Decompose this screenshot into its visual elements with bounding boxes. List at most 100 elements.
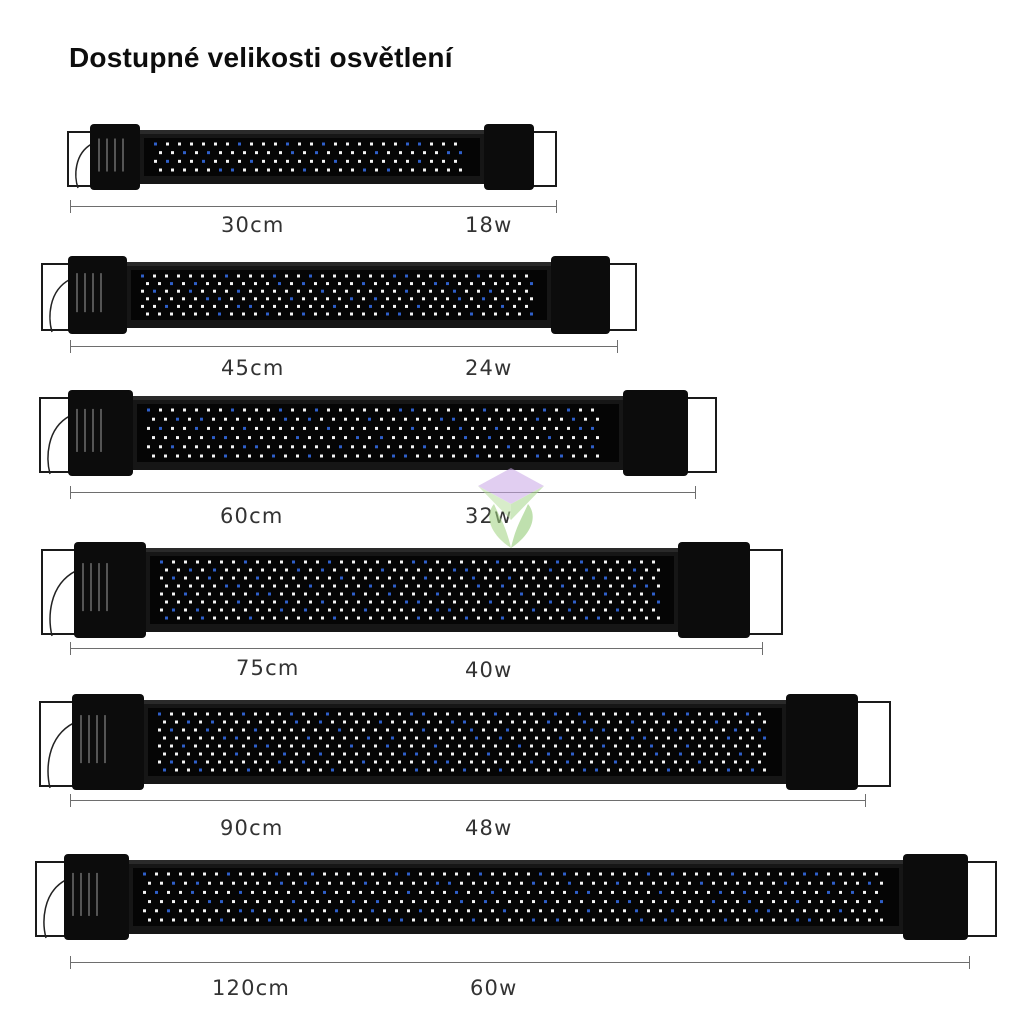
led-blue [659, 890, 662, 894]
led-white [537, 568, 540, 572]
led-blue [501, 304, 504, 308]
led-white [271, 720, 274, 724]
led-white [844, 918, 847, 922]
led-white [309, 289, 312, 293]
led-blue [549, 600, 552, 604]
led-white [363, 445, 366, 449]
led-white [163, 736, 166, 740]
led-white [422, 760, 425, 764]
led-white [232, 560, 235, 564]
led-white [267, 151, 270, 155]
led-white [179, 890, 182, 894]
light-120cm: 120cm 60w [0, 852, 1024, 1012]
led-white [691, 752, 694, 756]
led-white [285, 304, 288, 308]
led-white [259, 752, 262, 756]
led-white [291, 408, 294, 412]
led-blue [393, 274, 396, 278]
led-white [177, 616, 180, 620]
led-white [628, 592, 631, 596]
led-white [554, 728, 557, 732]
led-white [280, 900, 283, 904]
led-blue [530, 760, 533, 764]
led-white [715, 768, 718, 772]
led-white [242, 312, 245, 316]
led-white [559, 720, 562, 724]
led-white [271, 768, 274, 772]
led-white [808, 900, 811, 904]
led-white [307, 752, 310, 756]
led-white [530, 712, 533, 716]
led-white [403, 736, 406, 740]
led-white [446, 744, 449, 748]
led-white [219, 445, 222, 449]
led-blue [591, 445, 594, 449]
led-white [272, 417, 275, 421]
led-white [278, 728, 281, 732]
led-blue [272, 454, 275, 458]
led-white [320, 454, 323, 458]
led-white [487, 768, 490, 772]
led-white [559, 768, 562, 772]
led-white [319, 768, 322, 772]
led-white [518, 728, 521, 732]
led-white [537, 616, 540, 620]
led-white [274, 142, 277, 146]
led-white [256, 881, 259, 885]
led-white [580, 900, 583, 904]
led-white [333, 289, 336, 293]
led-white [460, 608, 463, 612]
led-white [381, 304, 384, 308]
led-white [297, 600, 300, 604]
cap-label-mark [90, 563, 92, 612]
led-blue [832, 881, 835, 885]
led-white [237, 274, 240, 278]
led-white [695, 872, 698, 876]
led-white [544, 881, 547, 885]
led-blue [412, 560, 415, 564]
led-white [183, 168, 186, 172]
led-blue [296, 436, 299, 440]
led-white [308, 436, 311, 440]
led-blue [386, 312, 389, 316]
led-white [597, 600, 600, 604]
led-white [428, 454, 431, 458]
led-white [254, 760, 257, 764]
led-white [256, 608, 259, 612]
led-blue [573, 600, 576, 604]
led-white [261, 616, 264, 620]
led-white [688, 881, 691, 885]
led-white [331, 736, 334, 740]
led-white [662, 760, 665, 764]
led-white [297, 274, 300, 278]
led-white [472, 881, 475, 885]
led-blue [319, 752, 322, 756]
led-white [489, 274, 492, 278]
led-white [291, 445, 294, 449]
led-white [394, 142, 397, 146]
led-white [746, 728, 749, 732]
led-white [171, 151, 174, 155]
led-blue [196, 608, 199, 612]
led-white [218, 282, 221, 286]
bracket-left [35, 861, 70, 937]
led-white [369, 600, 372, 604]
led-white [539, 909, 542, 913]
led-white [427, 752, 430, 756]
led-white [623, 890, 626, 894]
led-white [314, 728, 317, 732]
led-white [722, 728, 725, 732]
cap-label-mark [76, 273, 78, 313]
led-white [285, 274, 288, 278]
led-white [230, 744, 233, 748]
led-blue [472, 918, 475, 922]
led-white [196, 560, 199, 564]
led-blue [796, 918, 799, 922]
led-white [213, 304, 216, 308]
led-white [448, 560, 451, 564]
led-white [165, 584, 168, 588]
led-white [239, 872, 242, 876]
led-white [551, 909, 554, 913]
led-white [184, 881, 187, 885]
led-white [220, 560, 223, 564]
